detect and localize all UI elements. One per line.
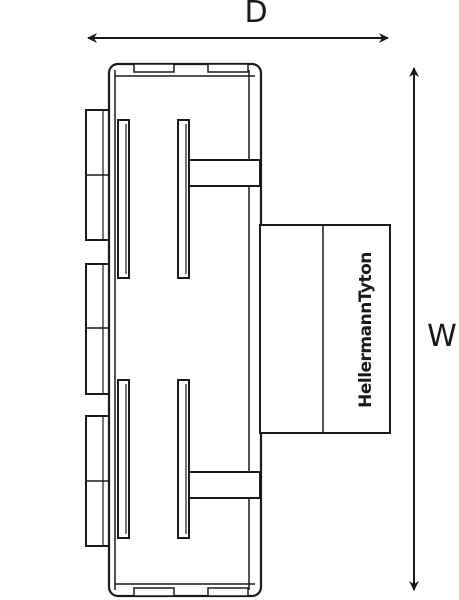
width-dimension: W bbox=[409, 67, 457, 591]
brand-logo: HellermannTyton bbox=[356, 252, 376, 408]
internal-slots bbox=[117, 119, 190, 539]
cross-bars bbox=[188, 159, 261, 499]
depth-label: D bbox=[244, 0, 267, 30]
width-label: W bbox=[427, 319, 457, 354]
right-projection bbox=[259, 224, 391, 434]
main-body bbox=[107, 62, 263, 598]
brand-logo-text: HellermannTyton bbox=[356, 252, 376, 408]
left-clip-tabs bbox=[85, 109, 111, 547]
depth-dimension: D bbox=[87, 0, 389, 43]
